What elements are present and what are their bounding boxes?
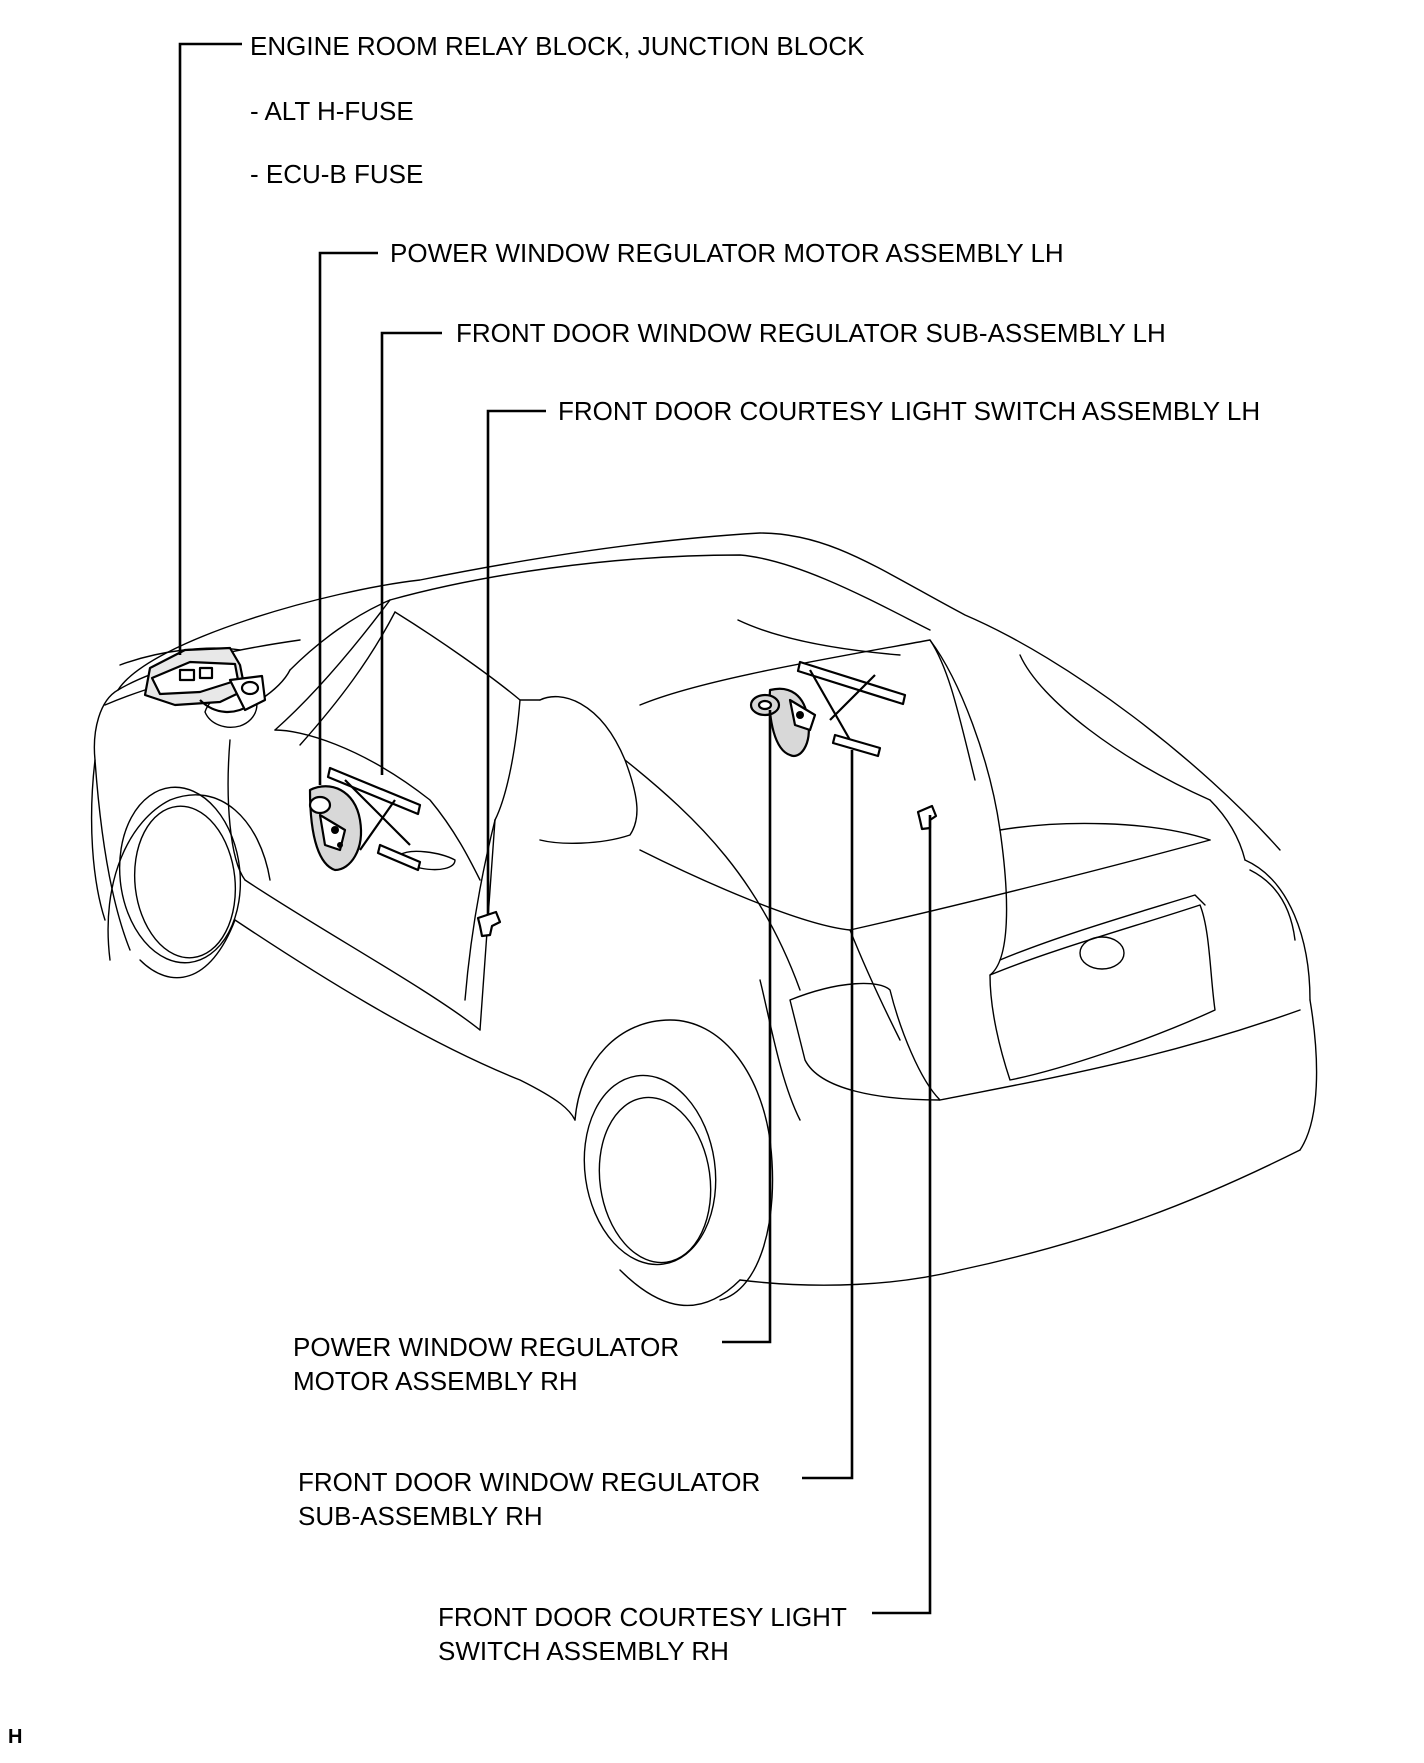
- label-courtesy-rh-line1: FRONT DOOR COURTESY LIGHT: [438, 1602, 847, 1632]
- window-regulator-lh-icon: [308, 766, 422, 872]
- leader-motor-lh: [318, 251, 378, 785]
- leader-courtesy-lh: [486, 409, 546, 915]
- car-outline-icon: [90, 532, 1318, 1307]
- label-ecu-fuse: - ECU-B FUSE: [250, 159, 424, 189]
- label-motor-rh-line1: POWER WINDOW REGULATOR: [293, 1332, 680, 1362]
- window-regulator-rh-icon: [749, 660, 907, 758]
- courtesy-switch-lh-icon: [476, 910, 502, 938]
- leader-relay-block: [178, 42, 242, 655]
- label-regulator-rh-line1: FRONT DOOR WINDOW REGULATOR: [298, 1467, 761, 1497]
- leader-regulator-rh: [802, 750, 854, 1480]
- label-relay-block: ENGINE ROOM RELAY BLOCK, JUNCTION BLOCK: [250, 31, 865, 61]
- label-motor-rh-line2: MOTOR ASSEMBLY RH: [293, 1366, 578, 1396]
- label-courtesy-rh-line2: SWITCH ASSEMBLY RH: [438, 1636, 729, 1666]
- relay-block-icon: [143, 646, 267, 713]
- label-regulator-lh: FRONT DOOR WINDOW REGULATOR SUB-ASSEMBLY…: [456, 318, 1166, 348]
- leader-motor-rh: [722, 710, 772, 1344]
- label-motor-lh: POWER WINDOW REGULATOR MOTOR ASSEMBLY LH: [390, 238, 1064, 268]
- courtesy-switch-rh-icon: [916, 804, 938, 831]
- leader-lines: [178, 42, 932, 1615]
- leader-courtesy-rh: [872, 815, 932, 1615]
- leader-regulator-lh: [380, 331, 442, 775]
- label-alt-fuse: - ALT H-FUSE: [250, 96, 414, 126]
- label-regulator-rh-line2: SUB-ASSEMBLY RH: [298, 1501, 543, 1531]
- corner-mark: H: [8, 1726, 23, 1748]
- label-courtesy-lh: FRONT DOOR COURTESY LIGHT SWITCH ASSEMBL…: [558, 396, 1261, 426]
